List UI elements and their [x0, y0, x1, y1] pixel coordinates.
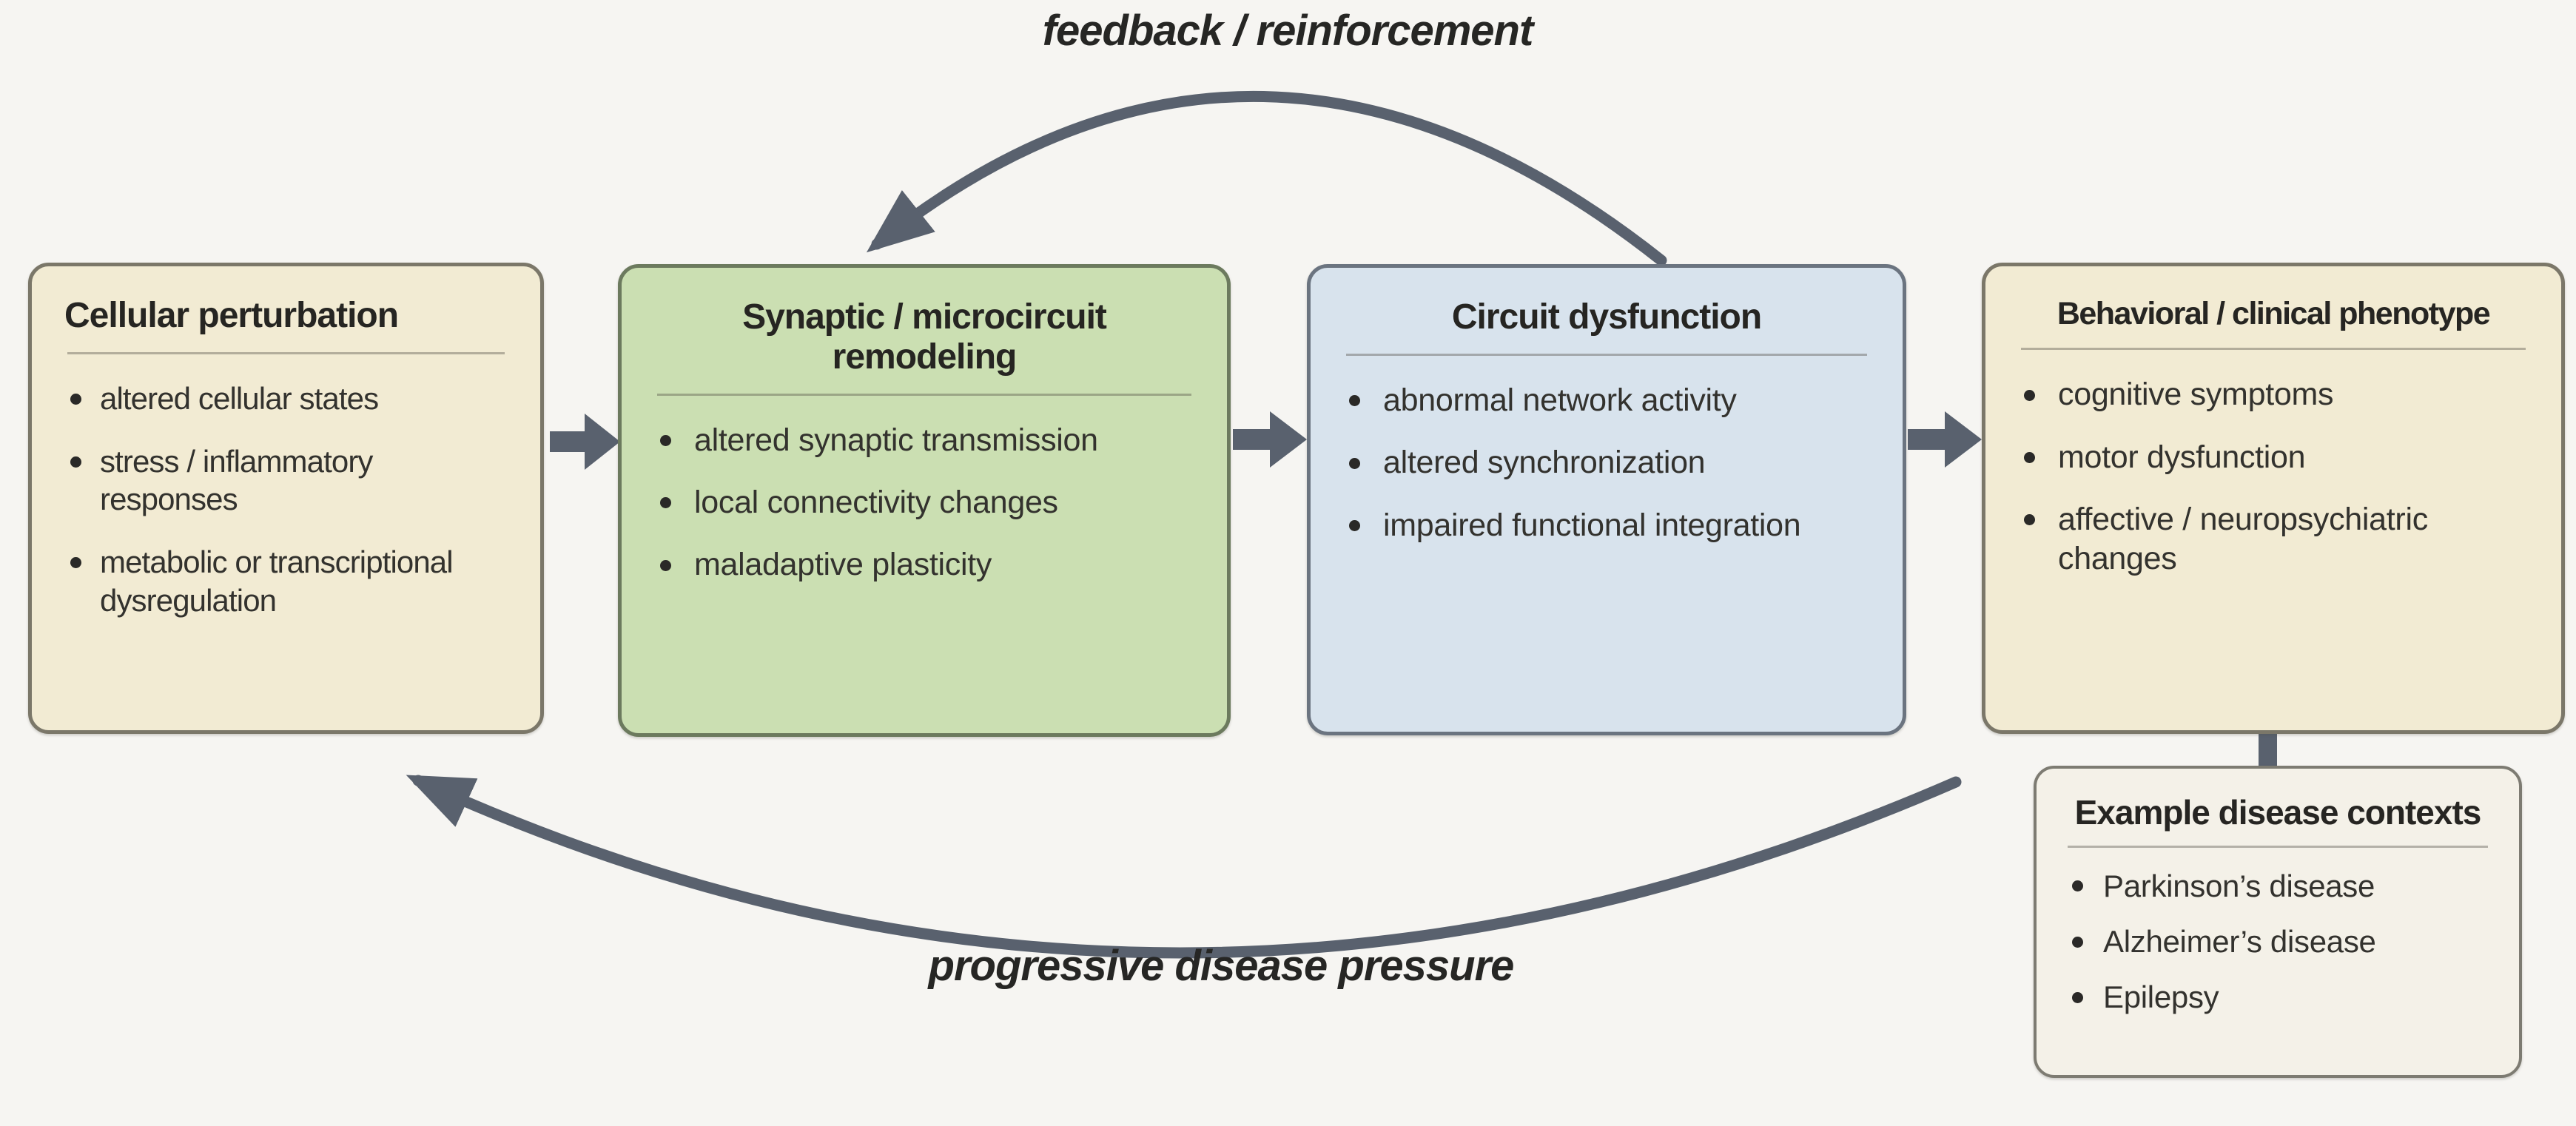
stage-box-cellular-perturbation: Cellular perturbation altered cellular s…	[28, 263, 544, 734]
box-title: Cellular perturbation	[64, 296, 399, 335]
bullet-item: motor dysfunction	[2018, 438, 2529, 476]
flow-arrow-2-icon	[1233, 411, 1307, 468]
bullet-item: cognitive symptoms	[2018, 375, 2529, 414]
bullet-list: cognitive symptoms motor dysfunction aff…	[2018, 375, 2529, 578]
bullet-item: altered synaptic transmission	[654, 421, 1194, 459]
bullet-item: impaired functional integration	[1343, 506, 1812, 545]
bullet-list: Parkinson’s disease Alzheimer’s disease …	[2066, 867, 2489, 1017]
box-title: Circuit dysfunction	[1451, 297, 1762, 337]
stage-box-circuit-dysfunction: Circuit dysfunction abnormal network act…	[1307, 264, 1906, 735]
title-divider	[2068, 845, 2488, 848]
example-disease-contexts-box: Example disease contexts Parkinson’s dis…	[2034, 766, 2522, 1078]
feedback-label: feedback / reinforcement	[1042, 7, 1534, 55]
bullet-item: stress / inflammatory responses	[64, 442, 508, 518]
flow-arrow-3-icon	[1908, 411, 1982, 468]
bullet-item: metabolic or transcriptional dysregulati…	[64, 543, 508, 618]
bullet-list: altered cellular states stress / inflamm…	[64, 380, 508, 619]
title-divider	[67, 351, 505, 354]
bullet-list: altered synaptic transmission local conn…	[654, 421, 1194, 584]
bullet-item: affective / neuropsychiatric changes	[2018, 500, 2529, 578]
bullet-item: local connectivity changes	[654, 483, 1194, 522]
title-divider	[2021, 348, 2526, 351]
bullet-item: abnormal network activity	[1343, 381, 1812, 419]
bullet-item: Alzheimer’s disease	[2066, 923, 2489, 960]
bullet-item: maladaptive plasticity	[654, 545, 1194, 584]
title-divider	[1346, 353, 1867, 356]
connector-line	[2259, 731, 2277, 768]
bullet-item: altered synchronization	[1343, 443, 1812, 482]
bullet-list: abnormal network activity altered synchr…	[1343, 381, 1870, 545]
bullet-item: Parkinson’s disease	[2066, 867, 2489, 905]
box-title: Behavioral / clinical phenotype	[2057, 296, 2491, 331]
bullet-item: altered cellular states	[64, 380, 508, 417]
box-title: Synaptic / microcircuit remodeling	[742, 297, 1107, 377]
pressure-label: progressive disease pressure	[928, 942, 1515, 990]
bullet-item: Epilepsy	[2066, 978, 2489, 1016]
title-divider	[657, 393, 1191, 396]
stage-box-behavioral-phenotype: Behavioral / clinical phenotype cognitiv…	[1982, 263, 2565, 734]
flow-arrow-1-icon	[550, 414, 620, 470]
feedback-arc-arrow-icon	[866, 91, 1667, 266]
stage-box-synaptic-remodeling: Synaptic / microcircuit remodeling alter…	[618, 264, 1231, 737]
box-title: Example disease contexts	[2074, 793, 2482, 832]
disease-pressure-arc-arrow-icon	[406, 775, 1962, 959]
